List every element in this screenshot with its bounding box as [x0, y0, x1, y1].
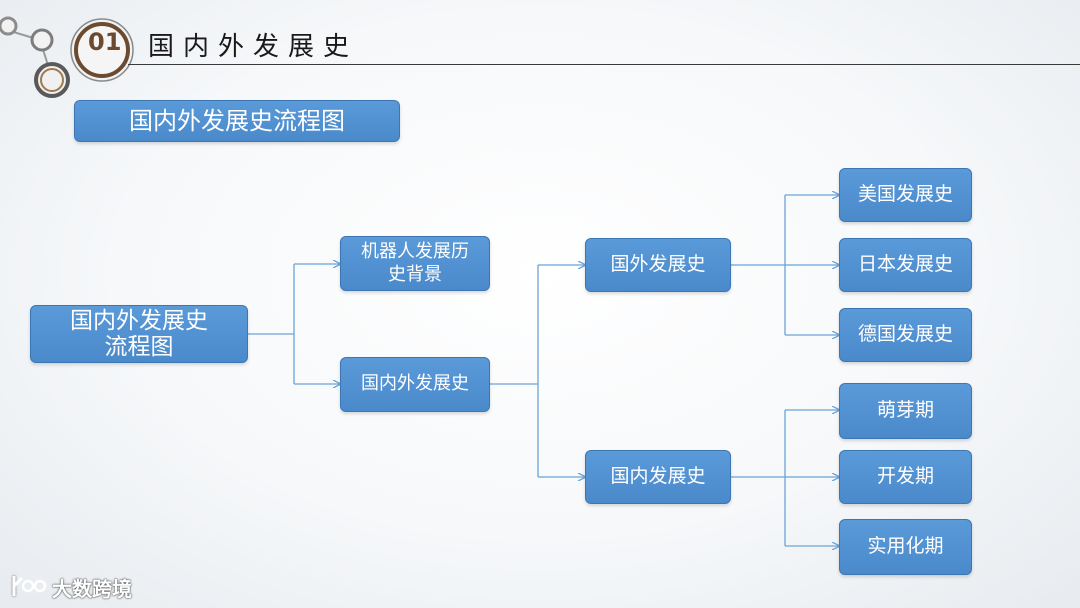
leaf-practical: 实用化期: [839, 519, 972, 575]
section-number: 01: [88, 28, 122, 56]
watermark-icon: [12, 576, 47, 596]
header-divider: [128, 64, 1080, 65]
subtitle-box: 国内外发展史流程图: [74, 100, 400, 142]
domestic-history-node: 国内发展史: [585, 450, 731, 504]
leaf-germination: 萌芽期: [839, 383, 972, 439]
background-node: 机器人发展历 史背景: [340, 236, 490, 291]
decorative-circles: [0, 16, 134, 98]
foreign-history-node: 国外发展史: [585, 238, 731, 292]
page-title: 国内外发展史: [148, 32, 359, 62]
history-node: 国内外发展史: [340, 357, 490, 412]
leaf-japan: 日本发展史: [839, 238, 972, 292]
root-node: 国内外发展史 流程图: [30, 305, 248, 363]
leaf-usa: 美国发展史: [839, 168, 972, 222]
watermark-text: 大数跨境: [52, 577, 132, 601]
leaf-germany: 德国发展史: [839, 308, 972, 362]
leaf-development: 开发期: [839, 450, 972, 504]
